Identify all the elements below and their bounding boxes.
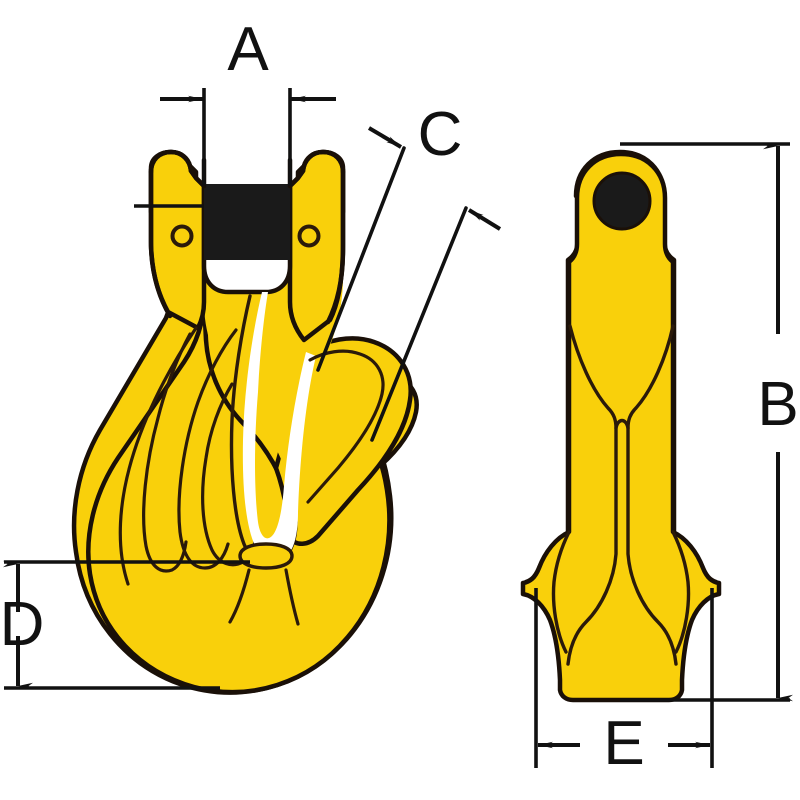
hook-seat-ring [238, 542, 294, 570]
side-view-pin-hole [592, 171, 652, 231]
dimension-e-label: E [603, 709, 644, 778]
clevis-ear-right-edge [287, 149, 346, 189]
hook-contour-inner-mid [177, 328, 238, 570]
side-view [520, 149, 722, 703]
hook-bill-inner-curve [306, 349, 385, 504]
dimension-a-label: A [227, 15, 269, 84]
dimension-b-label: B [757, 370, 798, 439]
side-flare-left [551, 530, 571, 654]
hook-bowl-outer-curve [118, 326, 198, 586]
dimension-b: B [620, 142, 799, 702]
dimension-c-ext-lower [370, 206, 468, 442]
side-contour-waist [614, 418, 630, 430]
dimension-c: C [316, 100, 502, 442]
clevis-outer-left [148, 169, 173, 319]
chain-link-segment [204, 184, 290, 260]
dimension-e: E [534, 588, 714, 778]
clevis-outer-right [325, 169, 346, 325]
hook-bowl [86, 237, 392, 695]
dimension-c-arrow-upper [367, 126, 403, 149]
dimension-d-label: D [0, 590, 44, 659]
dimension-c-arrow-lower [467, 208, 502, 231]
clevis-pin-hole-left [170, 224, 194, 248]
dimension-a: A [160, 15, 336, 186]
front-view [71, 149, 419, 695]
dimension-c-label: C [418, 100, 463, 169]
hook-contour-inner-left [142, 332, 192, 573]
dimension-c-ext-upper [316, 146, 406, 372]
clevis-ear-left-edge [148, 149, 207, 189]
clevis-pin-hole-right [297, 224, 321, 248]
hook-tail-line-right [284, 568, 300, 626]
side-flare-right [671, 530, 691, 654]
side-view-body [520, 151, 722, 703]
dimension-d: D [0, 560, 250, 690]
hook-throat-gap [242, 292, 316, 562]
hook-tail-line-left [228, 568, 251, 624]
